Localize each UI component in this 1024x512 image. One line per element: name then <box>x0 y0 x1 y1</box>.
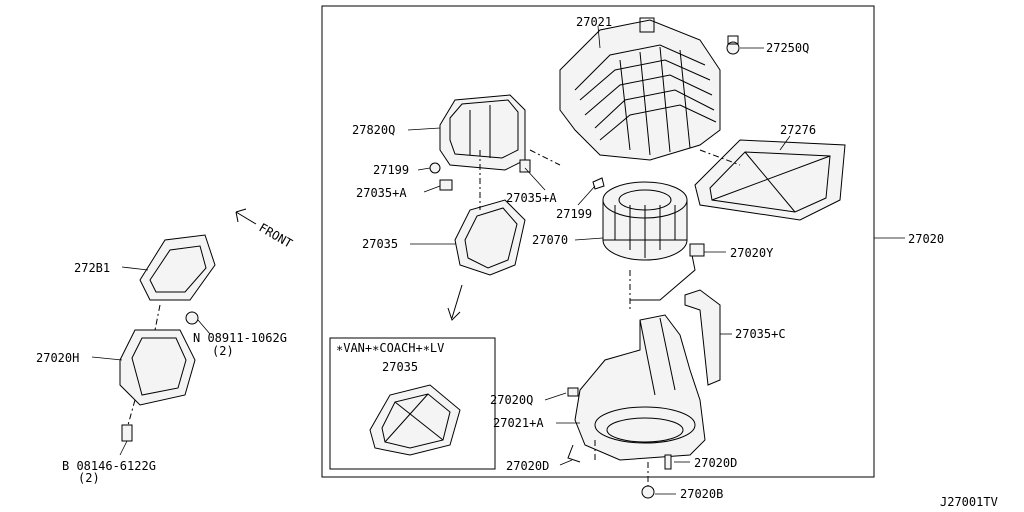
diagram-code: J27001TV <box>940 495 998 509</box>
label-08146: B 08146-6122G <box>62 459 156 473</box>
label-27035c: 27035+C <box>735 327 786 341</box>
label-27199-b: 27199 <box>556 207 592 221</box>
clip-27020q <box>567 387 579 397</box>
label-08911-qty: (2) <box>212 344 234 358</box>
label-08146-qty: (2) <box>78 471 100 485</box>
label-27020: 27020 <box>908 232 944 246</box>
leader-lines <box>91 25 791 495</box>
pad-27035a-2 <box>519 159 531 173</box>
grommet-27199-b <box>592 177 605 190</box>
inset-title: ∗VAN+∗COACH+∗LV <box>336 341 444 355</box>
pad-27035a <box>439 179 453 191</box>
upper-case-27021 <box>559 17 721 161</box>
lower-case-27021a <box>574 314 706 461</box>
screw-27020d-left <box>567 444 581 463</box>
label-27820q: 27820Q <box>352 123 395 137</box>
seal-27035c <box>684 289 721 386</box>
label-27276: 27276 <box>780 123 816 137</box>
label-27021a: 27021+A <box>493 416 544 430</box>
inset-gasket <box>369 384 461 456</box>
arrow-to-inset <box>447 284 463 321</box>
label-27020q: 27020Q <box>490 393 533 407</box>
filter-housing-27820q <box>439 94 526 171</box>
clip-27250q <box>726 35 740 55</box>
gasket-27035 <box>454 199 526 276</box>
align-line-left-2 <box>127 399 136 426</box>
label-08911: N 08911-1062G <box>193 331 287 345</box>
label-27020y: 27020Y <box>730 246 774 260</box>
label-27035a-2: 27035+A <box>506 191 557 205</box>
duct-272b1 <box>139 234 216 301</box>
screw-27020d-right <box>664 454 672 470</box>
label-27035: 27035 <box>362 237 398 251</box>
label-27020h: 27020H <box>36 351 79 365</box>
bolt-27020b <box>641 485 655 499</box>
duct-27020h <box>119 329 196 406</box>
nut-08911 <box>185 311 199 325</box>
filter-tray-27276 <box>694 139 846 221</box>
label-27020b: 27020B <box>680 487 723 501</box>
label-27199-a: 27199 <box>373 163 409 177</box>
connector-27020y <box>689 243 705 257</box>
front-arrow-icon <box>235 208 257 225</box>
label-27021: 27021 <box>576 15 612 29</box>
label-27020d-right: 27020D <box>694 456 737 470</box>
label-27020d-left: 27020D <box>506 459 549 473</box>
label-272b1: 272B1 <box>74 261 110 275</box>
front-direction-label: FRONT <box>257 220 295 250</box>
label-27070: 27070 <box>532 233 568 247</box>
align-line-left-1 <box>154 304 161 331</box>
align-line-2 <box>529 149 561 166</box>
label-inset-27035: 27035 <box>382 360 418 374</box>
label-27250q: 27250Q <box>766 41 809 55</box>
label-27035a: 27035+A <box>356 186 407 200</box>
grommet-27199-a <box>429 162 441 174</box>
inset-frame <box>329 337 496 470</box>
main-assembly-frame <box>321 5 875 478</box>
blower-motor-27070 <box>602 181 696 301</box>
bolt-08146 <box>121 424 133 442</box>
